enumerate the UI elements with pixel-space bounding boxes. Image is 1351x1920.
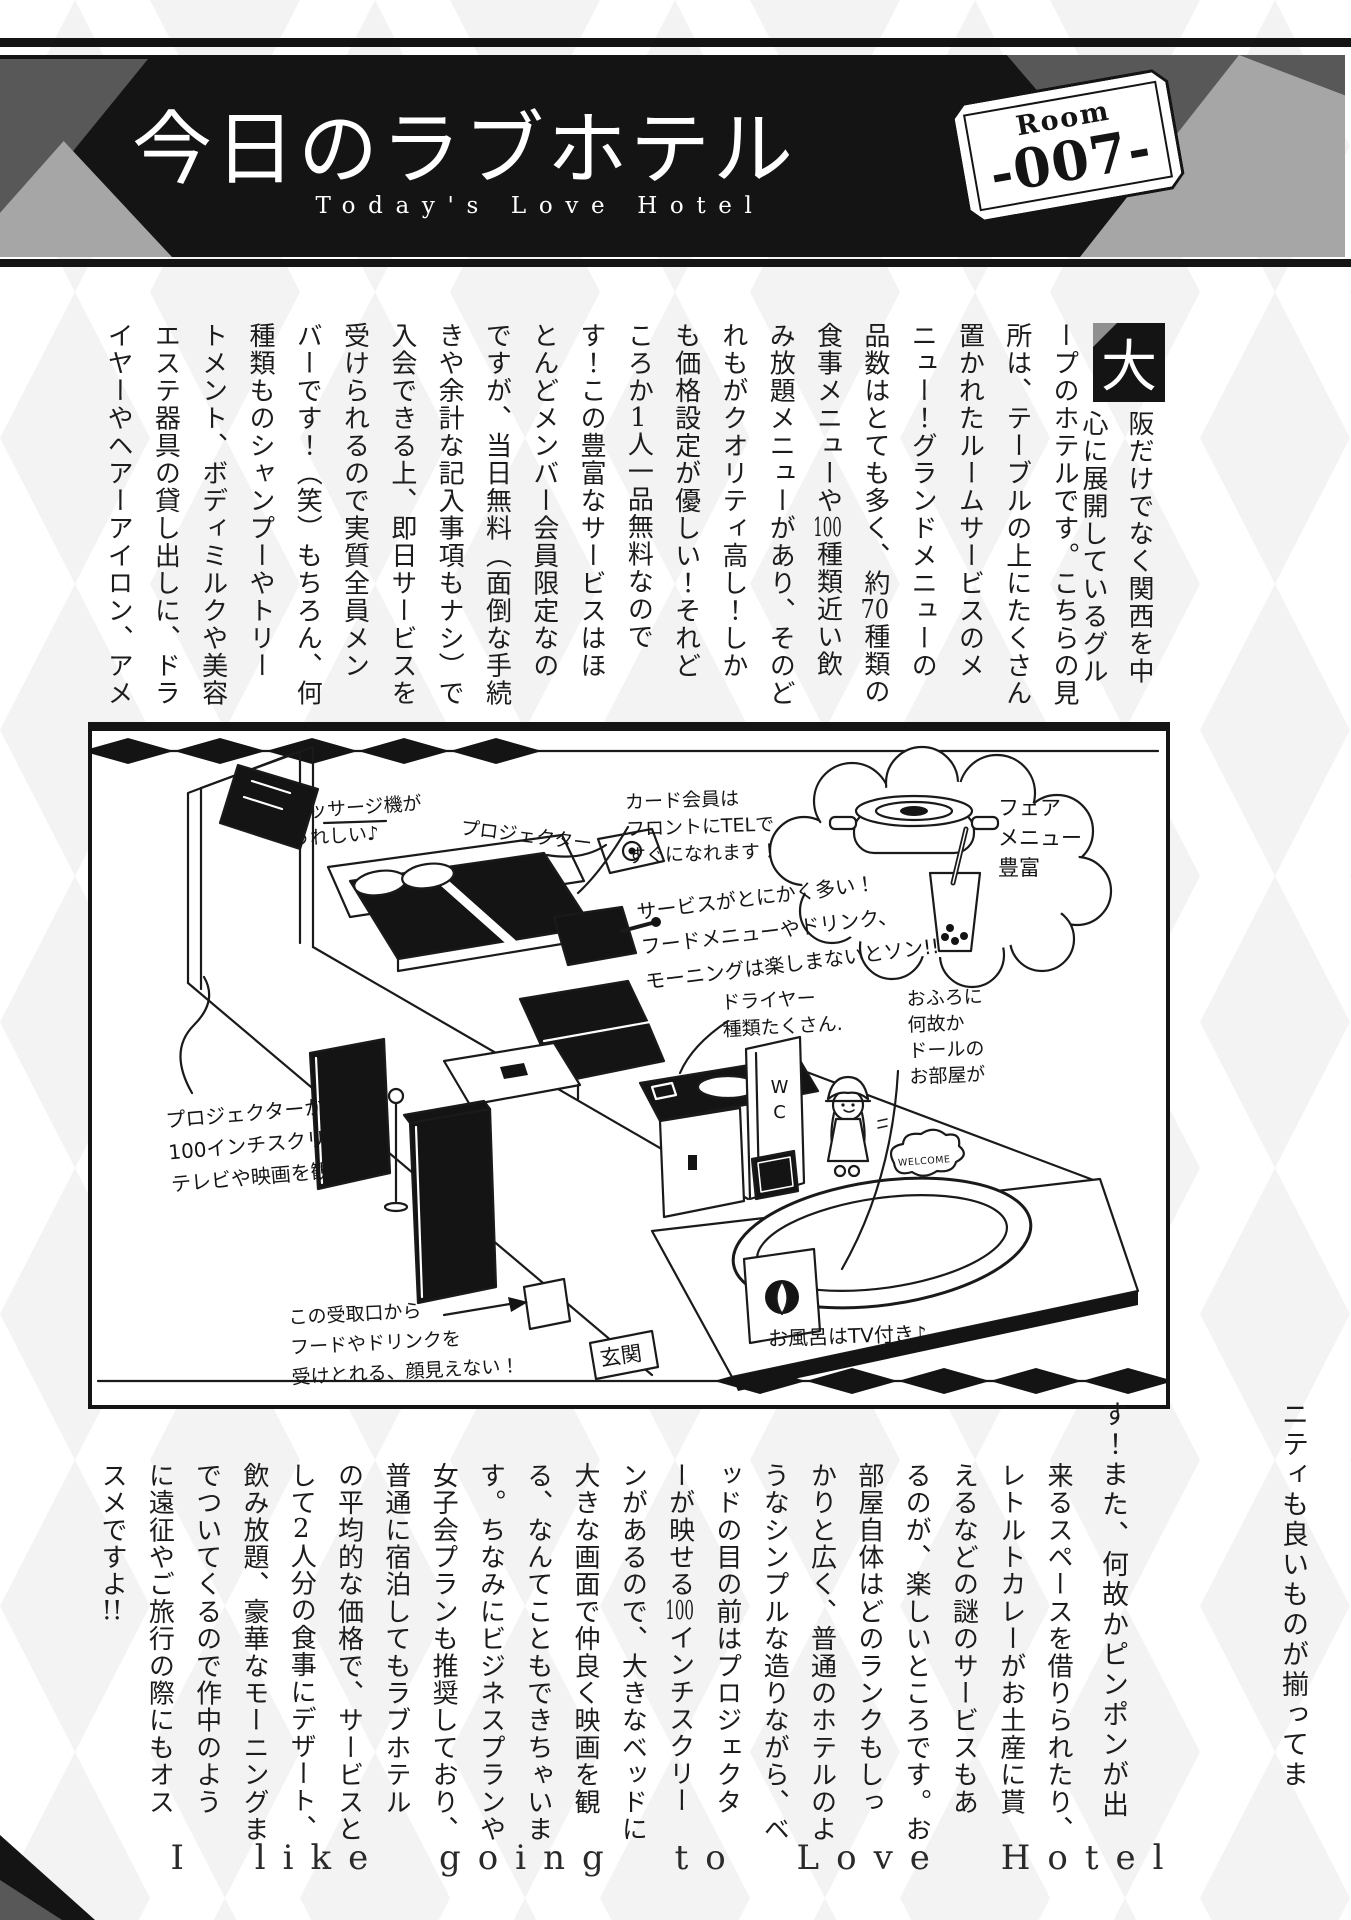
article-top-body-columns: ープのホテルです。こちらの見所は、テーブルの上にたくさん置かれたルームサービスの… (103, 322, 1079, 707)
wc-door-label: WC (769, 1077, 790, 1127)
room-sketch (179, 745, 1140, 1391)
frame-decor (92, 738, 1166, 1394)
note-card-member: カード会員はフロントにTELですぐになれます！ (624, 787, 780, 868)
room-badge-number: -007- (984, 114, 1157, 206)
header-band: 今日のラブホテル Today's Love Hotel Room -007- (0, 55, 1345, 257)
note-bath-tv: お風呂はTV付き♪ (767, 1321, 928, 1351)
drop-cap-box: 大 (1093, 323, 1165, 402)
article-top-intro-columns: 阪だけでなく関西を中心に展開しているグル (1078, 410, 1154, 685)
room-illustration-frame: マッサージ機がうれしい♪ プロジェクター カード会員はフロントにTELですぐにな… (88, 722, 1170, 1409)
article-bottom-body-columns: 来るスペースを借りられたり、レトルトカレーがお土産に貰えるなどの謎のサービスもあ… (97, 1462, 1073, 1843)
drop-cap-character: 大 (1101, 335, 1157, 400)
page-subtitle: Today's Love Hotel (315, 193, 765, 219)
note-entrance: 玄関 (598, 1341, 644, 1371)
article-bottom-second-column: す！また、何故かピンポンが出 (1097, 1400, 1128, 1820)
footer-caption: I like going to Love Hotel (170, 1838, 1181, 1878)
note-bath-doll: おふろに何故かドールのお部屋が (906, 985, 986, 1089)
welcome-sign-label: WELCOME (897, 1154, 951, 1169)
note-fair-menu: フェアメニュー豊富 (998, 796, 1082, 880)
note-food-hatch: この受取口からフードやドリンクを受けとれる、顔見えない！ (288, 1300, 521, 1389)
page-title: 今日のラブホテル (132, 103, 796, 196)
room-illustration (92, 738, 1166, 1394)
header-under-rule (0, 259, 1351, 267)
note-massage-machine: マッサージ機がうれしい♪ (288, 792, 423, 851)
note-dryer: ドライヤー種類たくさん. (720, 987, 844, 1042)
top-double-rule (0, 38, 1351, 47)
article-bottom-first-column: ニティも良いものが揃ってま (1277, 1400, 1308, 1790)
